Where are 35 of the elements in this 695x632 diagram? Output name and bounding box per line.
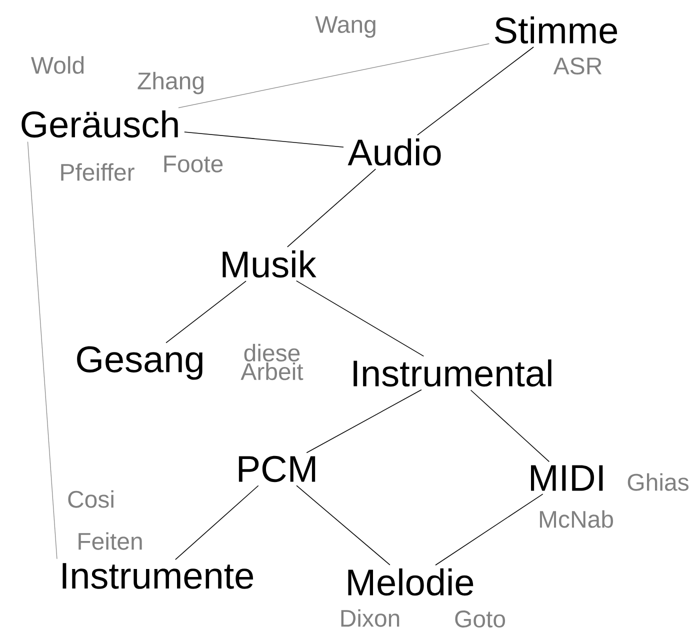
connector-line: [296, 485, 390, 566]
connector-line: [417, 46, 534, 136]
author-label: Zhang: [138, 72, 204, 94]
author-label: McNab: [540, 510, 613, 528]
node-label: Instrumente: [62, 563, 254, 589]
connector-line: [306, 389, 422, 454]
connector-line: [296, 280, 424, 357]
author-label: Pfeiffer: [61, 163, 134, 181]
connector-line: [287, 168, 376, 248]
node-label: MIDI: [531, 465, 603, 491]
author-label: Cosi: [68, 490, 114, 508]
author-label: Dixon: [341, 609, 400, 627]
connector-line: [27, 141, 58, 560]
author-label: Ghias: [628, 473, 688, 491]
author-label: Wang: [315, 16, 376, 38]
node-label: PCM: [238, 456, 316, 482]
node-label: Audio: [348, 138, 441, 166]
author-label: diese Arbeit: [240, 344, 304, 380]
node-label: Geräusch: [22, 110, 178, 138]
node-label: Musik: [222, 250, 316, 278]
author-label: Foote: [164, 156, 223, 172]
connector-line: [184, 132, 344, 148]
node-label: Melodie: [348, 568, 474, 596]
node-label: Instrumental: [354, 359, 552, 387]
connector-line: [175, 485, 259, 560]
author-label: ASR: [553, 58, 602, 74]
node-label: Gesang: [77, 346, 202, 380]
connector-line: [178, 43, 490, 108]
connector-line: [435, 494, 544, 566]
author-label: Goto: [455, 610, 506, 628]
node-label: Stimme: [494, 16, 618, 44]
author-label: Feiten: [78, 532, 142, 550]
connector-line: [470, 390, 550, 462]
author-label: Wold: [31, 56, 84, 74]
connector-line: [166, 280, 246, 344]
